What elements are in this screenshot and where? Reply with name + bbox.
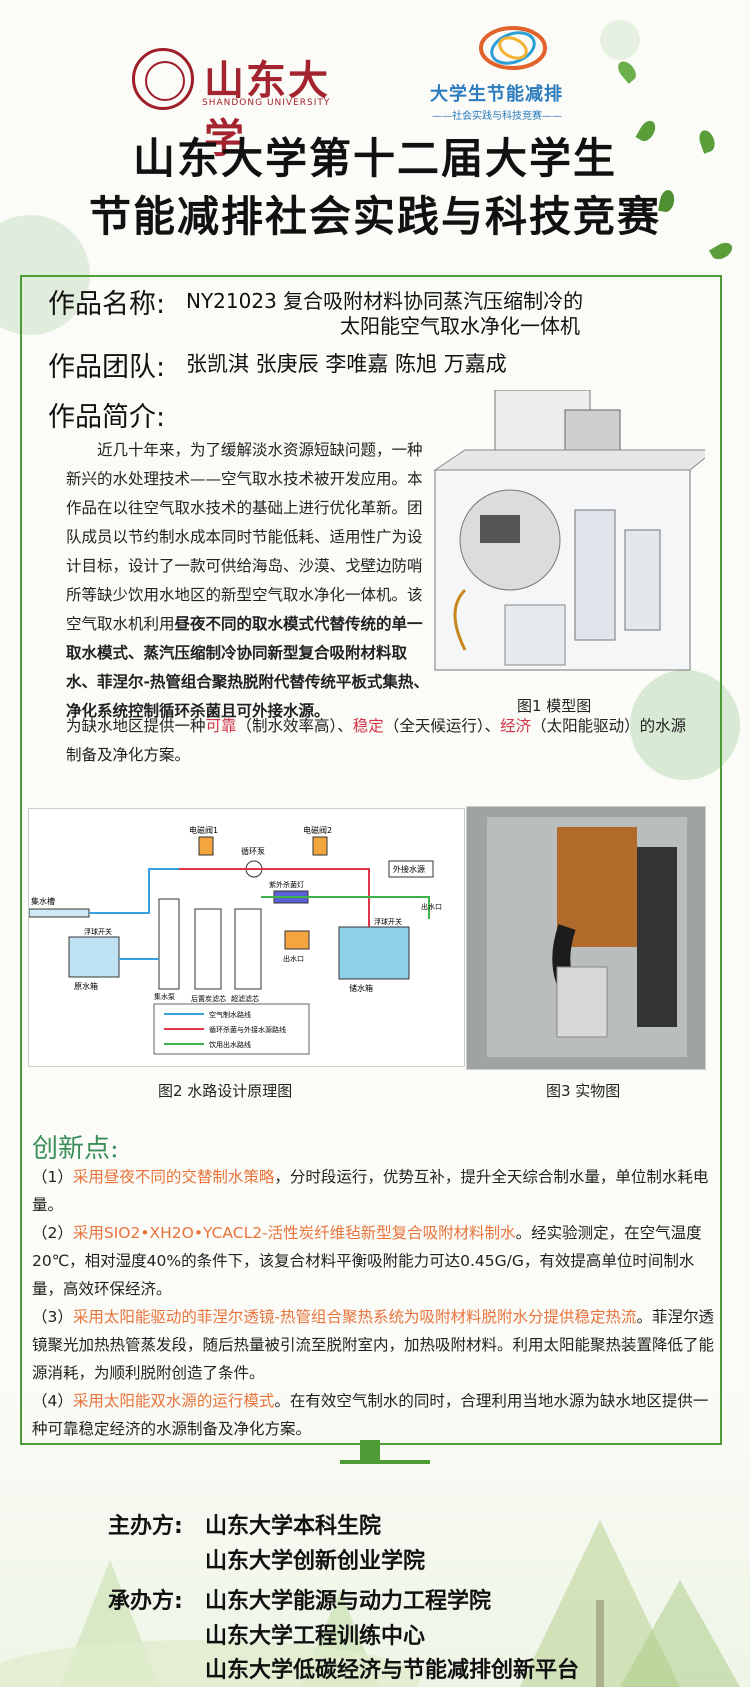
- diagram-legend1: 空气制水路线: [209, 1010, 251, 1019]
- innovation-item-4: （4）采用太阳能双水源的运行模式。在有效空气制水的同时，合理利用当地水源为缺水地…: [32, 1392, 709, 1438]
- host-1: 山东大学本科生院: [205, 1514, 382, 1539]
- logo-right-title: 大学生节能减排: [430, 84, 563, 105]
- team-members: 张凯淇 张庚辰 李唯嘉 陈旭 万嘉成: [186, 352, 507, 376]
- competition-swirl-icon: [479, 26, 547, 70]
- intro-p2b: （制水效率高）、: [236, 717, 353, 735]
- diagram-outlet: 出水口: [283, 954, 304, 963]
- host-label: 主办方:: [108, 1514, 183, 1539]
- innovation-list: （1）采用昼夜不同的交替制水策略，分时段运行，优势互补，提升全天综合制水量，单位…: [32, 1163, 717, 1443]
- team-label: 作品团队:: [48, 352, 166, 383]
- keyword-stable: 稳定: [352, 717, 384, 735]
- intro-p1: 近几十年来，为了缓解淡水资源短缺问题，一种新兴的水处理技术——空气取水技术被开发…: [66, 441, 423, 633]
- host-2: 山东大学创新创业学院: [205, 1549, 426, 1574]
- intro-p2a: 为缺水地区提供一种: [66, 717, 206, 735]
- university-seal-icon: [132, 48, 194, 110]
- diagram-float1: 浮球开关: [84, 927, 112, 936]
- page-title-line1: 山东大学第十二届大学生: [132, 134, 617, 183]
- fig1-caption: 图1 模型图: [517, 697, 592, 715]
- diagram-filter2: 超滤滤芯: [231, 994, 259, 1003]
- work-name-line2: 太阳能空气取水净化一体机: [340, 314, 580, 338]
- figure2-water-diagram: 电磁阀1 电磁阀2 循环泵 外接水源 集水槽 浮球开关 浮球开关 原水箱 集水泵…: [28, 808, 465, 1067]
- intro-p2d: （太阳能驱动）的水源制备及净化方案。: [66, 717, 687, 764]
- keyword-reliable: 可靠: [205, 717, 237, 735]
- keyword-economic: 经济: [500, 717, 532, 735]
- diagram-filter1: 后置炭滤芯: [191, 994, 226, 1003]
- diagram-outlet2: 出水口: [421, 902, 442, 911]
- innovation-item-2: （2）采用SIO2•XH2O•YCACL2-活性炭纤维毡新型复合吸附材料制水。经…: [32, 1224, 702, 1298]
- innovation-item-3: （3）采用太阳能驱动的菲涅尔透镜-热管组合聚热系统为吸附材料脱附水分提供稳定热流…: [32, 1308, 715, 1382]
- intro-p1-bold: 昼夜不同的取水模式代替传统的单一取水模式、蒸汽压缩制冷协同新型复合吸附材料取水、…: [66, 615, 429, 720]
- work-name-label: 作品名称:: [48, 289, 166, 320]
- work-name-line1: NY21023 复合吸附材料协同蒸汽压缩制冷的: [186, 289, 584, 313]
- logo-right-sub: ——社会实践与科技竞赛——: [432, 111, 562, 122]
- organizer-1: 山东大学能源与动力工程学院: [205, 1589, 492, 1614]
- competition-logo: 大学生节能减排 ——社会实践与科技竞赛——: [420, 20, 610, 122]
- figure1-model-image: [425, 389, 717, 685]
- shandong-university-logo: 山东大学 SHANDONG UNIVERSITY: [132, 48, 332, 162]
- diagram-uv: 紫外杀菌灯: [269, 880, 304, 889]
- organizer-2: 山东大学工程训练中心: [205, 1624, 426, 1649]
- diagram-tank-top: 集水槽: [31, 896, 55, 906]
- diagram-store-tank: 储水箱: [349, 983, 373, 993]
- content-frame: [20, 275, 722, 1445]
- logo-left-en: SHANDONG UNIVERSITY: [202, 98, 331, 108]
- figure3-photo: [466, 806, 706, 1070]
- diagram-lift-pump: 集水泵: [154, 992, 175, 1001]
- diagram-valve1: 电磁阀1: [189, 825, 218, 835]
- organizer-label: 承办方:: [108, 1589, 183, 1614]
- diagram-ext: 外接水源: [393, 864, 425, 874]
- diagram-float2: 浮球开关: [374, 917, 402, 926]
- logo-left-cn: 山东大学: [204, 57, 330, 162]
- innovation-item-1: （1）采用昼夜不同的交替制水策略，分时段运行，优势互补，提升全天综合制水量，单位…: [32, 1168, 709, 1214]
- intro-label: 作品简介:: [48, 402, 166, 433]
- fig3-caption: 图3 实物图: [546, 1082, 621, 1100]
- fig2-caption: 图2 水路设计原理图: [158, 1082, 293, 1100]
- innovation-title: 创新点:: [32, 1134, 119, 1164]
- page-title-line2: 节能减排社会实践与科技竞赛: [88, 192, 661, 241]
- intro-paragraph2: 为缺水地区提供一种可靠（制水效率高）、稳定（全天候运行）、经济（太阳能驱动）的水…: [66, 712, 701, 770]
- diagram-pump: 循环泵: [241, 846, 265, 856]
- intro-p2c: （全天候运行）、: [383, 717, 501, 735]
- organizer-3: 山东大学低碳经济与节能减排创新平台: [205, 1658, 580, 1683]
- diagram-valve2: 电磁阀2: [303, 825, 332, 835]
- intro-paragraph: 近几十年来，为了缓解淡水资源短缺问题，一种新兴的水处理技术——空气取水技术被开发…: [66, 436, 436, 726]
- diagram-raw-tank: 原水箱: [74, 981, 98, 991]
- diagram-legend3: 饮用出水路线: [209, 1040, 251, 1049]
- diagram-legend2: 循环杀菌与外接水源路线: [209, 1025, 286, 1034]
